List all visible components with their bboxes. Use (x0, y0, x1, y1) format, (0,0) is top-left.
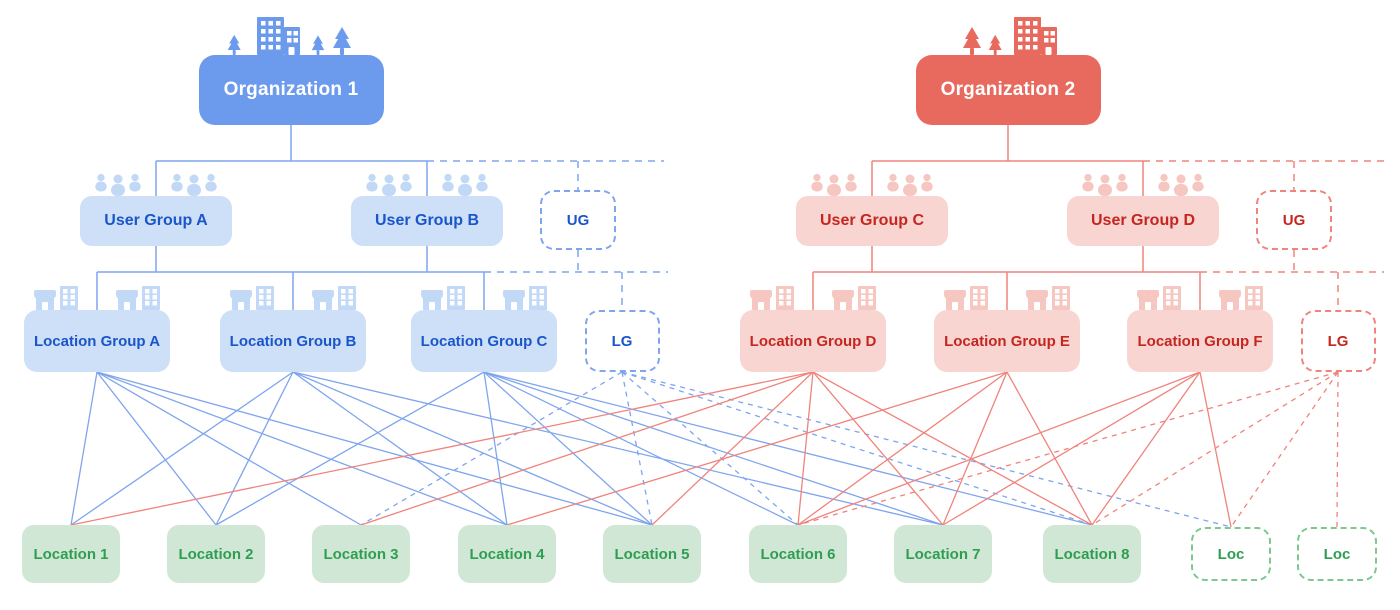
lg-label: LG (1327, 332, 1349, 350)
location-group-a-box: Location Group A (24, 310, 170, 372)
location-group-b-label: Location Group B (229, 332, 357, 350)
location-group-c-box: Location Group C (411, 310, 557, 372)
ug-label: UG (566, 211, 590, 229)
location-6-box: Location 6 (749, 525, 847, 583)
location-8-box: Location 8 (1043, 525, 1141, 583)
location-group-a-label: Location Group A (33, 332, 161, 350)
location-2-box: Location 2 (167, 525, 265, 583)
location-1-label: Location 1 (33, 545, 109, 563)
location-group-e-box: Location Group E (934, 310, 1080, 372)
ug-placeholder-box: UG (540, 190, 616, 250)
location-3-box: Location 3 (312, 525, 410, 583)
location-7-label: Location 7 (905, 545, 981, 563)
loc-label: Loc (1323, 545, 1351, 563)
location-4-label: Location 4 (469, 545, 545, 563)
location-group-c-label: Location Group C (420, 332, 548, 350)
loc-label: Loc (1217, 545, 1245, 563)
location-group-f-box: Location Group F (1127, 310, 1273, 372)
organization-1-box: Organization 1 (198, 55, 384, 125)
lg-placeholder-box: LG (1300, 310, 1376, 372)
user-group-b-box: User Group B (351, 196, 503, 246)
location-group-d-box: Location Group D (740, 310, 886, 372)
location-group-f-label: Location Group F (1137, 332, 1263, 350)
user-group-d-box: User Group D (1067, 196, 1219, 246)
location-4-box: Location 4 (458, 525, 556, 583)
user-group-c-label: User Group C (819, 212, 924, 229)
location-group-e-label: Location Group E (944, 332, 1070, 350)
location-6-label: Location 6 (760, 545, 836, 563)
location-5-box: Location 5 (603, 525, 701, 583)
user-group-a-label: User Group A (104, 212, 208, 229)
location-5-label: Location 5 (614, 545, 690, 563)
ug-placeholder-box: UG (1256, 190, 1332, 250)
organization-2-box: Organization 2 (915, 55, 1101, 125)
location-group-d-label: Location Group D (749, 332, 877, 350)
location-1-box: Location 1 (22, 525, 120, 583)
loc-placeholder-box: Loc (1297, 527, 1377, 581)
lg-placeholder-box: LG (584, 310, 660, 372)
location-7-box: Location 7 (894, 525, 992, 583)
location-group-b-box: Location Group B (220, 310, 366, 372)
loc-placeholder-box: Loc (1191, 527, 1271, 581)
lg-label: LG (611, 332, 633, 350)
organization-2-label: Organization 2 (940, 79, 1076, 100)
user-group-b-label: User Group B (374, 212, 479, 229)
organization-1-label: Organization 1 (223, 79, 359, 100)
user-group-a-box: User Group A (80, 196, 232, 246)
user-group-c-box: User Group C (796, 196, 948, 246)
location-3-label: Location 3 (323, 545, 399, 563)
ug-label: UG (1282, 211, 1306, 229)
location-2-label: Location 2 (178, 545, 254, 563)
location-8-label: Location 8 (1054, 545, 1130, 563)
user-group-d-label: User Group D (1090, 212, 1195, 229)
